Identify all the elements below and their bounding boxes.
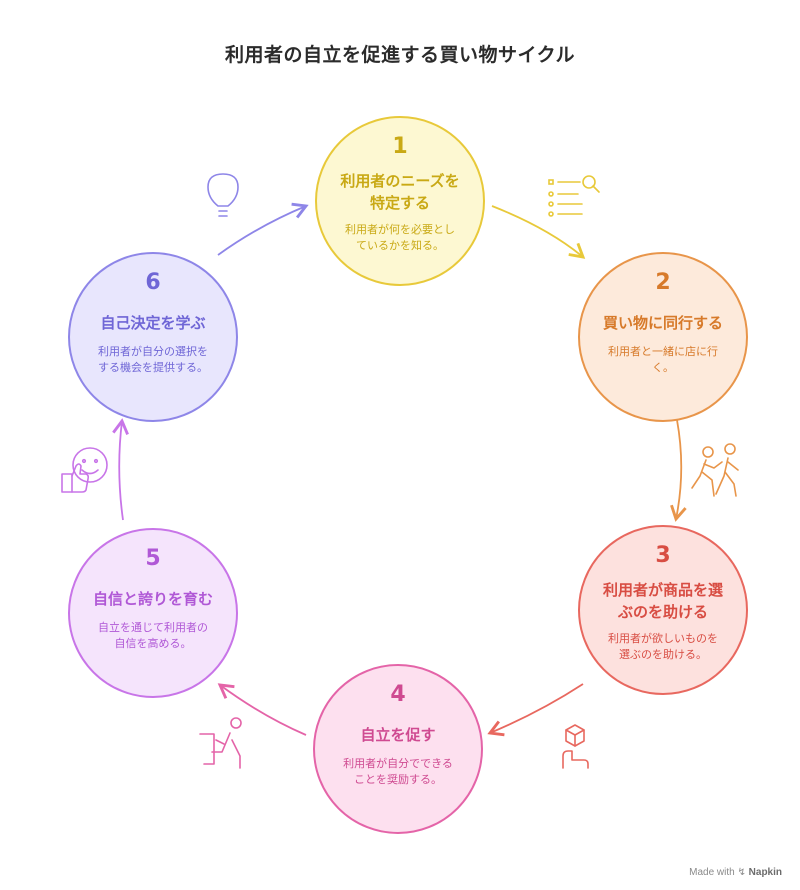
arrow-5-to-6 xyxy=(112,418,129,521)
step-6-description: 利用者が自分の選択をする機会を提供する。 xyxy=(98,345,208,374)
step-4-heading: 自立を促す xyxy=(360,726,436,744)
step-4-description: 利用者が自分でできることを奨励する。 xyxy=(343,757,453,786)
arrow-6-to-1 xyxy=(217,202,309,256)
step-2-description: 利用者と一緒に店に行く。 xyxy=(608,345,718,374)
step-3-number: 3 xyxy=(655,543,671,568)
napkin-credit[interactable]: Made with ↯ Napkin xyxy=(689,867,782,878)
arrow-3-to-4 xyxy=(487,683,584,737)
step-5-heading: 自信と誇りを育む xyxy=(92,590,213,608)
step-5-description: 自立を通じて利用者の自信を高める。 xyxy=(98,621,208,650)
step-1-circle: 1 利用者のニーズを特定する 利用者が何を必要としているかを知る。 xyxy=(315,116,485,286)
arrow-2-to-3 xyxy=(670,419,687,522)
napkin-logo-icon: ↯ xyxy=(737,867,746,878)
step-1-description: 利用者が何を必要としているかを知る。 xyxy=(345,223,455,252)
step-3-circle: 3 利用者が商品を選ぶのを助ける 利用者が欲しいものを選ぶのを助ける。 xyxy=(578,525,748,695)
step-3-heading: 利用者が商品を選ぶのを助ける xyxy=(602,581,723,621)
step-2-heading: 買い物に同行する xyxy=(602,314,723,332)
step-2-number: 2 xyxy=(655,270,671,295)
diagram-title: 利用者の自立を促進する買い物サイクル xyxy=(224,44,576,66)
step-6-number: 6 xyxy=(145,270,161,295)
step-4-number: 4 xyxy=(390,682,406,707)
step-1-number: 1 xyxy=(392,134,408,159)
step-6-heading: 自己決定を学ぶ xyxy=(100,314,206,332)
step-2-circle: 2 買い物に同行する 利用者と一緒に店に行く。 xyxy=(578,252,748,422)
step-3-description: 利用者が欲しいものを選ぶのを助ける。 xyxy=(608,632,718,661)
step-1-heading: 利用者のニーズを特定する xyxy=(340,172,460,212)
arrow-1-to-2 xyxy=(491,205,586,259)
step-6-circle: 6 自己決定を学ぶ 利用者が自分の選択をする機会を提供する。 xyxy=(68,252,238,422)
arrow-4-to-5 xyxy=(217,683,307,736)
step-4-circle: 4 自立を促す 利用者が自分でできることを奨励する。 xyxy=(313,664,483,834)
step-5-circle: 5 自信と誇りを育む 自立を通じて利用者の自信を高める。 xyxy=(68,528,238,698)
step-5-number: 5 xyxy=(145,546,161,571)
